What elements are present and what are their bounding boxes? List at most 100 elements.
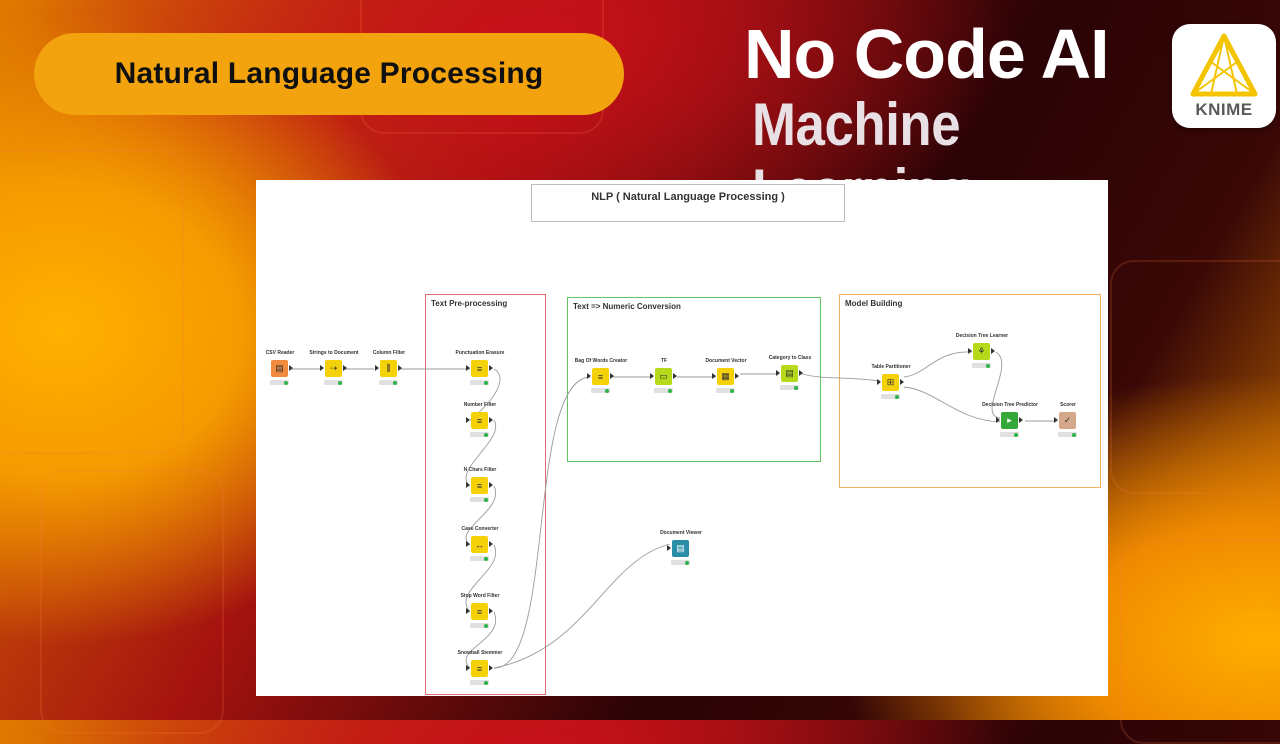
node-status — [470, 497, 489, 502]
workflow-canvas[interactable]: NLP ( Natural Language Processing ) Text… — [256, 180, 1108, 696]
node-label: Scorer — [1060, 402, 1076, 408]
output-port[interactable] — [991, 348, 995, 354]
knime-logo: KNIME — [1172, 24, 1276, 128]
text-processing-icon: ≡ — [471, 603, 488, 620]
input-port[interactable] — [712, 373, 716, 379]
input-port[interactable] — [667, 545, 671, 551]
output-port[interactable] — [489, 541, 493, 547]
logo-text: KNIME — [1195, 100, 1253, 119]
node-label: Snowball Stemmer — [457, 650, 503, 656]
node-status — [591, 388, 610, 393]
node-n-chars-filter[interactable]: N Chars Filter ≡ — [440, 467, 520, 507]
output-port[interactable] — [289, 365, 293, 371]
input-port[interactable] — [466, 665, 470, 671]
node-scorer[interactable]: Scorer ✓ — [1028, 402, 1108, 442]
node-label: N Chars Filter — [463, 467, 497, 473]
workflow-title-box: NLP ( Natural Language Processing ) — [531, 184, 845, 222]
annotation-model[interactable]: Model Building — [839, 294, 1101, 488]
node-csv-reader[interactable]: CSV Reader ▤ — [240, 350, 320, 390]
workflow-title: NLP ( Natural Language Processing ) — [591, 191, 785, 203]
input-port[interactable] — [466, 417, 470, 423]
node-label: CSV Reader — [265, 350, 295, 356]
background-frame — [0, 150, 184, 454]
node-label: Strings to Document — [309, 350, 359, 356]
input-port[interactable] — [466, 608, 470, 614]
node-status — [780, 385, 799, 390]
node-document-vector[interactable]: Document Vector ▦ — [686, 358, 766, 398]
node-status — [671, 560, 690, 565]
node-label: Bag Of Words Creator — [574, 358, 628, 364]
node-status — [470, 680, 489, 685]
input-port[interactable] — [996, 417, 1000, 423]
node-decision-tree-learner[interactable]: Decision Tree Learner ⚘ — [942, 333, 1022, 373]
output-port[interactable] — [489, 365, 493, 371]
node-status — [1058, 432, 1077, 437]
topic-pill: Natural Language Processing — [34, 33, 624, 115]
input-port[interactable] — [877, 379, 881, 385]
node-status — [470, 556, 489, 561]
output-port[interactable] — [343, 365, 347, 371]
input-port[interactable] — [375, 365, 379, 371]
partition-icon: ⊞ — [882, 374, 899, 391]
case-icon: ↔ — [471, 536, 488, 553]
node-table-partitioner[interactable]: Table Partitioner ⊞ — [851, 364, 931, 404]
input-port[interactable] — [466, 365, 470, 371]
topic-title: Natural Language Processing — [114, 57, 544, 90]
node-status — [470, 623, 489, 628]
output-port[interactable] — [610, 373, 614, 379]
node-status — [716, 388, 735, 393]
node-number-filter[interactable]: Number Filter ≡ — [440, 402, 520, 442]
input-port[interactable] — [650, 373, 654, 379]
input-port[interactable] — [776, 370, 780, 376]
node-punctuation-erasure[interactable]: Punctuation Erasure ≡ — [440, 350, 520, 390]
node-snowball-stemmer[interactable]: Snowball Stemmer ≡ — [440, 650, 520, 690]
node-tf[interactable]: TF ▭ — [624, 358, 704, 398]
headline: No Code AI — [744, 15, 1110, 93]
node-label: Stop Word Filter — [460, 593, 500, 599]
annotation-numeric[interactable]: Text => Numeric Conversion — [567, 297, 821, 462]
category-icon: ▤ — [781, 365, 798, 382]
output-port[interactable] — [489, 482, 493, 488]
input-port[interactable] — [466, 482, 470, 488]
viewer-icon: ▤ — [672, 540, 689, 557]
node-document-viewer[interactable]: Document Viewer ▤ — [641, 530, 721, 570]
output-port[interactable] — [799, 370, 803, 376]
node-decision-tree-predictor[interactable]: Decision Tree Predictor ▸ — [970, 402, 1050, 442]
input-port[interactable] — [587, 373, 591, 379]
text-processing-icon: ≡ — [592, 368, 609, 385]
output-port[interactable] — [489, 608, 493, 614]
node-label: Number Filter — [463, 402, 497, 408]
node-strings-to-document[interactable]: Strings to Document ⇢ — [294, 350, 374, 390]
output-port[interactable] — [735, 373, 739, 379]
node-label: TF — [660, 358, 668, 364]
reader-icon: ▤ — [271, 360, 288, 377]
annotation-label: Text Pre-processing — [431, 299, 508, 308]
annotation-preprocessing[interactable]: Text Pre-processing — [425, 294, 546, 695]
background-frame — [1120, 540, 1280, 744]
output-port[interactable] — [489, 417, 493, 423]
input-port[interactable] — [320, 365, 324, 371]
predictor-icon: ▸ — [1001, 412, 1018, 429]
text-processing-icon: ≡ — [471, 412, 488, 429]
node-label: Decision Tree Predictor — [982, 402, 1038, 408]
node-case-converter[interactable]: Case Converter ↔ — [440, 526, 520, 566]
output-port[interactable] — [398, 365, 402, 371]
input-port[interactable] — [466, 541, 470, 547]
background-frame — [40, 470, 224, 734]
node-stop-word-filter[interactable]: Stop Word Filter ≡ — [440, 593, 520, 633]
output-port[interactable] — [489, 665, 493, 671]
output-port[interactable] — [900, 379, 904, 385]
node-label: Table Partitioner — [871, 364, 911, 370]
output-port[interactable] — [1019, 417, 1023, 423]
node-column-filter[interactable]: Column Filter ⫼ — [349, 350, 429, 390]
node-category-to-class[interactable]: Category to Class ▤ — [750, 355, 830, 395]
tree-icon: ⚘ — [973, 343, 990, 360]
manipulator-icon: ⇢ — [325, 360, 342, 377]
node-bag-of-words-creator[interactable]: Bag Of Words Creator ≡ — [561, 358, 641, 398]
node-status — [1000, 432, 1019, 437]
input-port[interactable] — [968, 348, 972, 354]
output-port[interactable] — [673, 373, 677, 379]
node-label: Document Vector — [705, 358, 747, 364]
node-status — [324, 380, 343, 385]
input-port[interactable] — [1054, 417, 1058, 423]
